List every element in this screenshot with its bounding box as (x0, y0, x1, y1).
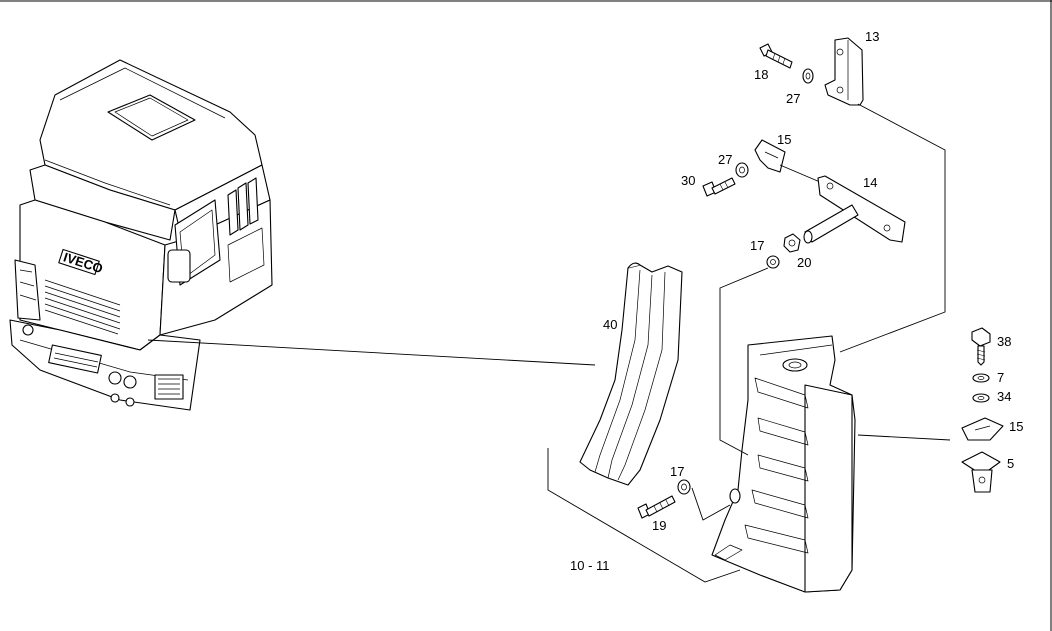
label-30: 30 (681, 173, 695, 188)
label-17-lower: 17 (670, 464, 684, 479)
leader-stack-to-deflector (857, 434, 951, 441)
label-27-middle: 27 (718, 152, 732, 167)
label-19: 19 (652, 518, 666, 533)
label-38: 38 (997, 334, 1011, 349)
part-27-washer-top (802, 68, 814, 84)
part-14-support (803, 175, 906, 244)
label-15-upper: 15 (777, 132, 791, 147)
label-17-upper: 17 (750, 238, 764, 253)
label-7: 7 (997, 370, 1004, 385)
part-15-shim-upper (754, 139, 786, 173)
side-deflector (711, 335, 856, 593)
part-27-nut-middle (735, 162, 749, 178)
label-40: 40 (603, 317, 617, 332)
label-14: 14 (863, 175, 877, 190)
part-18-bolt (759, 43, 793, 69)
truck-cab: IVECO (9, 59, 273, 411)
part-5-clip-nut (961, 451, 1001, 493)
leader-10-11 (547, 448, 741, 583)
label-20: 20 (797, 255, 811, 270)
part-7-washer (972, 373, 990, 383)
part-15-shim-right (961, 417, 1004, 441)
label-5: 5 (1007, 456, 1014, 471)
leader-13-to-deflector (839, 103, 946, 353)
leader-cab-to-40 (147, 339, 596, 366)
part-19-bolt (637, 495, 676, 519)
leader-15-to-14 (779, 164, 821, 183)
leader-17-lower (691, 487, 731, 521)
label-15-right: 15 (1009, 419, 1023, 434)
label-18: 18 (754, 67, 768, 82)
part-34-washer (972, 393, 990, 403)
label-13: 13 (865, 29, 879, 44)
label-10-11: 10 - 11 (570, 558, 610, 573)
part-40-trim (579, 262, 683, 486)
part-17-washer-lower (677, 479, 691, 495)
label-34: 34 (997, 389, 1011, 404)
part-38-screw (971, 327, 991, 366)
label-27-top: 27 (786, 91, 800, 106)
part-20-nut (783, 233, 801, 253)
part-17-washer-upper (766, 255, 780, 269)
leader-17-to-deflector (719, 267, 769, 456)
part-30-bolt (702, 177, 736, 197)
part-13-bracket (824, 37, 864, 106)
